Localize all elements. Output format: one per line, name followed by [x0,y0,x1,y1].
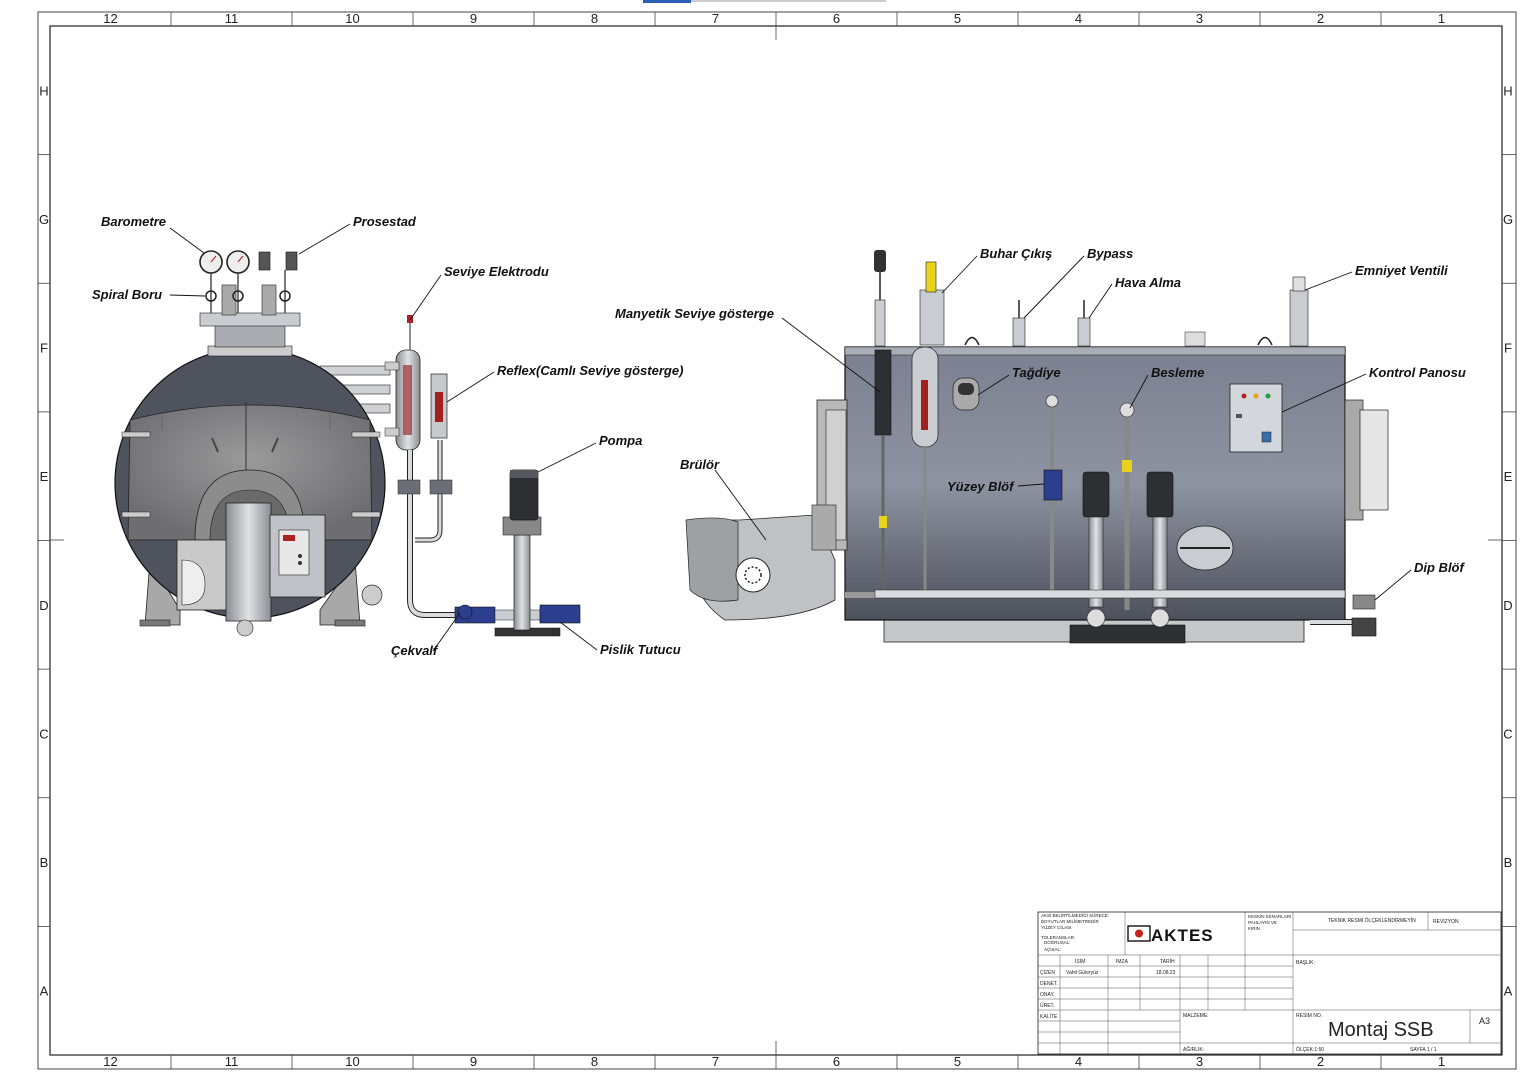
tb-note-1: AKSİ BELİRTİLMEDİĞİ SÜRECE: [1041,912,1109,918]
zone-row-label: E [1504,469,1513,484]
zone-row-label: D [39,598,48,613]
drawing-title: Montaj SSB [1328,1019,1434,1041]
title-block: AKSİ BELİRTİLMEDİĞİ SÜRECE: BOYUTLAR MİL… [1037,911,1502,1055]
callout-pompa: Pompa [599,433,642,448]
callout-seviye-elektrodu: Seviye Elektrodu [444,264,549,279]
tb-row-kalite: KALİTE [1040,1013,1058,1020]
zone-column-label: 11 [225,1054,239,1069]
zone-column-label: 6 [833,11,840,26]
zone-column-label: 12 [103,1054,117,1069]
zone-row-label: A [1504,984,1513,999]
tb-col-tarih: TARİH [1160,958,1175,965]
tb-resim-no: RESİM NO. [1296,1012,1322,1019]
zone-column-label: 2 [1317,11,1324,26]
tb-note-4: TOLERANSLAR: [1041,935,1075,940]
tb-note-3: YÜZEY CİLASI: [1041,924,1073,930]
boiler-front-view [114,250,581,637]
callout-manyetik: Manyetik Seviye gösterge [615,306,774,321]
callout-emniyet-ventili: Emniyet Ventili [1355,263,1448,278]
zone-row-label: A [40,984,49,999]
zone-rows-left: H G F E D C B A [38,83,50,999]
tb-cizen-date: 18.08.23 [1156,970,1176,976]
callout-hava-alma: Hava Alma [1115,275,1181,290]
tb-size: A3 [1479,1016,1490,1026]
zone-column-label: 1 [1438,11,1445,26]
tb-edge-2: PAHLAYIN VE [1248,920,1277,925]
zone-row-label: G [1503,212,1513,227]
zone-column-label: 3 [1196,1054,1203,1069]
callout-buhar-cikis: Buhar Çıkış [980,246,1052,261]
zone-column-label: 7 [712,11,719,26]
callout-barometre: Barometre [101,214,166,229]
zone-column-label: 9 [470,1054,477,1069]
zone-row-label: C [1503,726,1512,741]
callout-pislik-tutucu: Pislik Tutucu [600,642,681,657]
zone-column-label: 6 [833,1054,840,1069]
zone-columns-top: 12 11 10 9 8 7 6 5 4 3 2 1 [50,11,1502,1055]
tb-olcek: ÖLÇEK:1:50 [1296,1046,1324,1053]
zone-column-label: 7 [712,1054,719,1069]
zone-column-label: 5 [954,11,961,26]
callout-tagdiye: Tağdiye [1012,365,1061,380]
callout-kontrol-panosu: Kontrol Panosu [1369,365,1466,380]
tb-row-denet: DENET. [1040,981,1058,987]
zone-row-label: B [40,855,49,870]
tb-revizyon: REVİZYON [1433,918,1459,925]
zone-column-label: 5 [954,1054,961,1069]
zone-column-label: 1 [1438,1054,1445,1069]
tb-cizen-name: Vahit Güleryüz [1066,970,1099,976]
zone-row-label: D [1503,598,1512,613]
tb-note-2: BOYUTLAR MİLİMETREDİR [1041,918,1100,924]
zone-column-label: 2 [1317,1054,1324,1069]
zone-column-label: 10 [345,11,359,26]
zone-row-label: B [1504,855,1513,870]
tb-sayfa: SAYFA 1 / 1 [1410,1047,1437,1053]
aktes-logo: AKTES [1127,925,1214,945]
zone-row-label: F [1504,341,1512,356]
zone-row-label: G [39,212,49,227]
zone-row-label: H [39,83,48,98]
callout-prosestad: Prosestad [353,214,417,229]
tb-row-onay: ONAY. [1040,992,1055,998]
callout-reflex: Reflex(Camlı Seviye gösterge) [497,363,683,378]
callout-besleme: Besleme [1151,365,1204,380]
zone-rows-right: H G F E D C B A [1502,83,1516,999]
tb-malzeme: MALZEME: [1183,1013,1209,1019]
zone-column-label: 8 [591,11,598,26]
zone-row-label: H [1503,83,1512,98]
tb-note-6: AÇISAL: [1044,947,1061,952]
tb-row-uret: ÜRET. [1040,1002,1054,1009]
zone-column-label: 4 [1075,11,1082,26]
callout-brulor: Brülör [680,457,720,472]
zone-column-label: 9 [470,11,477,26]
callout-yuzey-blof: Yüzey Blöf [947,479,1015,494]
tb-baslik: BAŞLIK: [1296,960,1315,966]
zone-column-label: 4 [1075,1054,1082,1069]
tb-note-5: DOĞRUSAL: [1044,939,1071,945]
tb-col-isim: İSİM [1075,958,1085,965]
tb-agirlik: AĞIRLIK: [1183,1046,1204,1053]
tb-row-cizen: ÇİZEN [1040,969,1055,976]
tb-scale-note: TEKNİK RESMİ ÖLÇEKLENDİRMEYİN [1328,917,1416,924]
callout-dip-blof: Dip Blöf [1414,560,1465,575]
tb-col-imza: İMZA [1116,958,1129,965]
zone-column-label: 11 [225,11,239,26]
logo-text: AKTES [1151,926,1214,945]
zone-row-label: E [40,469,49,484]
zone-column-label: 10 [345,1054,359,1069]
zone-column-label: 8 [591,1054,598,1069]
callout-bypass: Bypass [1087,246,1133,261]
zone-row-label: C [39,726,48,741]
callouts: Barometre Prosestad Spiral Boru Seviye E… [92,214,1466,658]
tb-edge-3: KIRIN [1248,926,1260,931]
zone-column-label: 3 [1196,11,1203,26]
tb-edge-1: KESKİN KENARLARI [1248,913,1291,919]
callout-cekvalf: Çekvalf [391,643,439,658]
callout-spiral-boru: Spiral Boru [92,287,162,302]
zone-columns-bottom: 12 11 10 9 8 7 6 5 4 3 2 1 [103,1054,1445,1069]
boiler-side-view [685,250,1389,644]
zone-row-label: F [40,341,48,356]
zone-column-label: 12 [103,11,117,26]
